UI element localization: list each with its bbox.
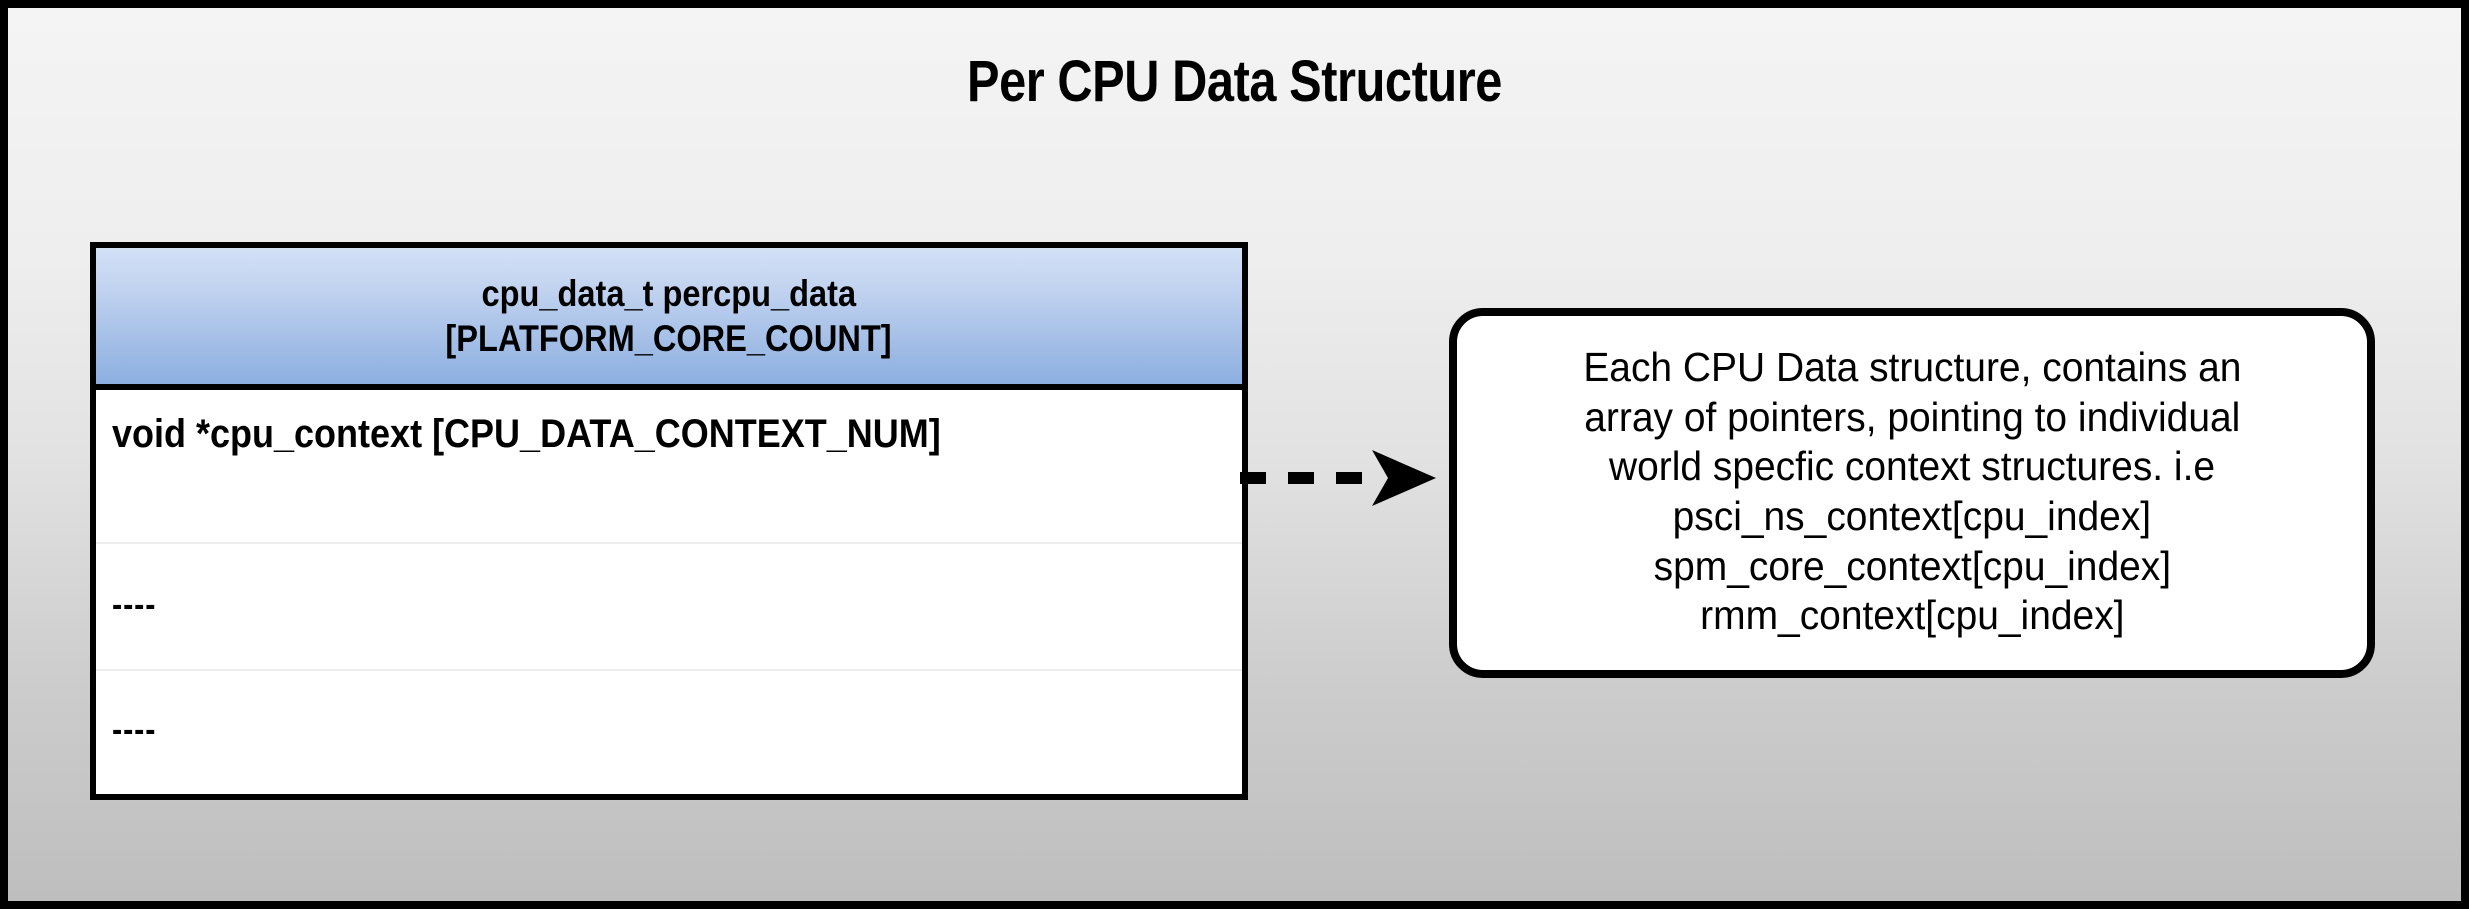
struct-field-placeholder-1: ---- — [112, 586, 157, 624]
callout-line-2: array of pointers, pointing to individua… — [1583, 393, 2241, 440]
dashed-arrow-icon — [1240, 450, 1436, 506]
callout-line-1: Each CPU Data structure, contains an — [1582, 344, 2242, 391]
struct-header-line-1: cpu_data_t percpu_data — [481, 272, 857, 314]
struct-table-header: cpu_data_t percpu_data [PLATFORM_CORE_CO… — [96, 248, 1242, 390]
table-row: ---- — [96, 669, 1242, 796]
struct-field-placeholder-2: ---- — [112, 711, 157, 749]
percpu-data-struct-table: cpu_data_t percpu_data [PLATFORM_CORE_CO… — [90, 242, 1248, 800]
table-row: void *cpu_context [CPU_DATA_CONTEXT_NUM] — [96, 390, 1242, 542]
callout-line-6: rmm_context[cpu_index] — [1699, 592, 2125, 639]
callout-line-4: psci_ns_context[cpu_index] — [1672, 493, 2152, 539]
struct-field-cpu-context: void *cpu_context [CPU_DATA_CONTEXT_NUM] — [112, 412, 941, 456]
callout-box: Each CPU Data structure, contains an arr… — [1449, 308, 2375, 678]
page-title: Per CPU Data Structure — [967, 49, 1502, 114]
callout-line-3: world specfic context structures. i.e — [1608, 443, 2216, 490]
struct-header-line-2: [PLATFORM_CORE_COUNT] — [445, 318, 893, 359]
callout-line-5: spm_core_context[cpu_index] — [1653, 542, 2171, 589]
table-row: ---- — [96, 542, 1242, 669]
